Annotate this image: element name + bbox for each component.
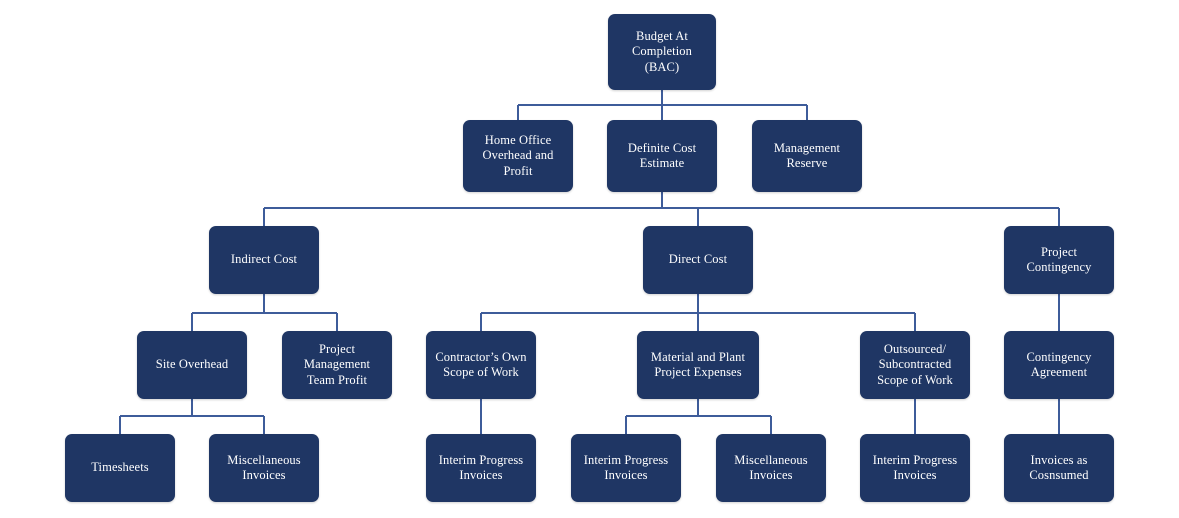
node-interim-progress-invoices-material[interactable]: Interim Progress Invoices [571,434,681,502]
node-label-invoices-as-consumed: Invoices as Cosnsumed [1029,452,1089,482]
node-label-miscellaneous-invoices-indirect: Miscellaneous Invoices [227,452,301,482]
node-home-office-overhead-and-profit[interactable]: Home Office Overhead and Profit [463,120,573,192]
node-invoices-as-consumed[interactable]: Invoices as Cosnsumed [1004,434,1114,502]
node-direct-cost[interactable]: Direct Cost [643,226,753,294]
node-label-project-management-team-profit: Project Management Team Profit [303,342,371,387]
node-project-management-team-profit[interactable]: Project Management Team Profit [282,331,392,399]
node-label-indirect-cost: Indirect Cost [230,252,298,267]
node-label-direct-cost: Direct Cost [668,252,728,267]
node-project-contingency[interactable]: Project Contingency [1004,226,1114,294]
node-label-site-overhead: Site Overhead [155,357,229,372]
node-label-miscellaneous-invoices-material: Miscellaneous Invoices [734,452,808,482]
node-contingency-agreement[interactable]: Contingency Agreement [1004,331,1114,399]
node-indirect-cost[interactable]: Indirect Cost [209,226,319,294]
node-interim-progress-invoices-outsourced[interactable]: Interim Progress Invoices [860,434,970,502]
node-management-reserve[interactable]: Management Reserve [752,120,862,192]
node-label-project-contingency: Project Contingency [1026,244,1092,274]
node-label-timesheets: Timesheets [91,460,149,475]
node-outsourced-subcontracted-scope-of-work[interactable]: Outsourced/ Subcontracted Scope of Work [860,331,970,399]
node-miscellaneous-invoices-indirect[interactable]: Miscellaneous Invoices [209,434,319,502]
node-miscellaneous-invoices-material[interactable]: Miscellaneous Invoices [716,434,826,502]
node-label-management-reserve: Management Reserve [773,140,841,170]
node-label-interim-progress-invoices-outsourced: Interim Progress Invoices [872,452,958,482]
node-label-contingency-agreement: Contingency Agreement [1026,349,1092,379]
node-label-material-and-plant-project-expenses: Material and Plant Project Expenses [650,349,746,379]
node-material-and-plant-project-expenses[interactable]: Material and Plant Project Expenses [637,331,759,399]
node-label-home-office-overhead-and-profit: Home Office Overhead and Profit [482,133,554,178]
node-label-contractors-own-scope-of-work: Contractor’s Own Scope of Work [435,349,527,379]
node-label-interim-progress-invoices-material: Interim Progress Invoices [583,452,669,482]
node-site-overhead[interactable]: Site Overhead [137,331,247,399]
node-definite-cost-estimate[interactable]: Definite Cost Estimate [607,120,717,192]
node-interim-progress-invoices-contractor[interactable]: Interim Progress Invoices [426,434,536,502]
node-label-definite-cost-estimate: Definite Cost Estimate [627,140,697,170]
node-label-interim-progress-invoices-contractor: Interim Progress Invoices [438,452,524,482]
node-label-outsourced-subcontracted-scope-of-work: Outsourced/ Subcontracted Scope of Work [877,342,953,387]
node-contractors-own-scope-of-work[interactable]: Contractor’s Own Scope of Work [426,331,536,399]
node-timesheets[interactable]: Timesheets [65,434,175,502]
node-label-bac: Budget At Completion (BAC) [631,29,693,74]
node-bac[interactable]: Budget At Completion (BAC) [608,14,716,90]
